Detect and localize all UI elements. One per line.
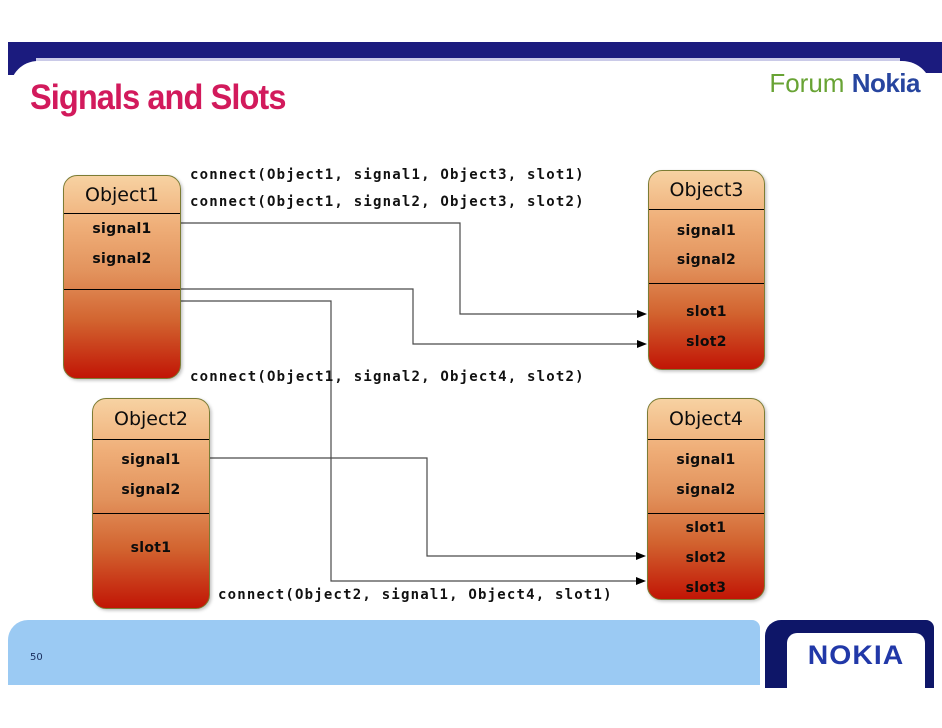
nokia-logo-inner: NOKIA xyxy=(787,633,925,703)
object4-box: Object4 signal1 signal2 slot1 slot2 slot… xyxy=(647,398,765,600)
object4-slot3: slot3 xyxy=(685,580,727,596)
object4-slot2: slot2 xyxy=(685,550,727,566)
object2-title: Object2 xyxy=(114,408,188,430)
object3-title: Object3 xyxy=(669,179,744,201)
object4-signal1: signal1 xyxy=(676,452,736,468)
object4-title: Object4 xyxy=(669,408,743,430)
object4-divider-2 xyxy=(648,513,764,514)
forum-nokia-logo: Forum Nokia xyxy=(769,68,920,99)
object2-signal1: signal1 xyxy=(121,452,181,468)
object3-slot2: slot2 xyxy=(686,334,727,350)
object3-box: Object3 signal1 signal2 slot1 slot2 xyxy=(648,170,765,370)
header-bar xyxy=(8,42,942,58)
arrowhead-object4-slot3 xyxy=(636,577,646,585)
header-accent-line xyxy=(8,58,942,61)
object1-divider-1 xyxy=(64,213,180,214)
object3-divider-2 xyxy=(649,283,764,284)
arrowhead-object3-slot1 xyxy=(637,310,647,318)
nokia-logo-text: Nokia xyxy=(851,68,921,98)
object3-slot1: slot1 xyxy=(686,304,727,320)
object1-divider-2 xyxy=(64,289,180,290)
object2-divider-1 xyxy=(93,439,209,440)
connect-statement-3: connect(Object1, signal2, Object4, slot2… xyxy=(190,369,585,385)
object4-divider-1 xyxy=(648,439,764,440)
object1-signal2: signal2 xyxy=(92,251,152,267)
page-number: 50 xyxy=(30,652,43,663)
object1-title: Object1 xyxy=(85,184,159,206)
nokia-logo-frame: NOKIA xyxy=(765,620,934,703)
connect-statement-1: connect(Object1, signal1, Object3, slot1… xyxy=(190,167,585,183)
object2-signal2: signal2 xyxy=(121,482,181,498)
object1-box: Object1 signal1 signal2 xyxy=(63,175,181,379)
nokia-wordmark: NOKIA xyxy=(807,640,905,670)
object4-signal2: signal2 xyxy=(676,482,736,498)
object3-signal2: signal2 xyxy=(676,252,737,268)
object2-divider-2 xyxy=(93,513,209,514)
object2-slot1: slot1 xyxy=(130,540,172,556)
object3-signal1: signal1 xyxy=(676,223,737,239)
footer-bar: 50 xyxy=(8,620,760,685)
connect-statement-4: connect(Object2, signal1, Object4, slot1… xyxy=(218,587,613,603)
object2-box: Object2 signal1 signal2 slot1 xyxy=(92,398,210,609)
object1-signal1: signal1 xyxy=(92,221,152,237)
arrowhead-object4-slot2 xyxy=(636,552,646,560)
object4-slot1: slot1 xyxy=(685,520,727,536)
page-title: Signals and Slots xyxy=(30,78,286,117)
arrowhead-object3-slot2 xyxy=(637,340,647,348)
forum-logo-text: Forum xyxy=(769,68,845,98)
object3-divider-1 xyxy=(649,209,764,210)
connect-statement-2: connect(Object1, signal2, Object3, slot2… xyxy=(190,194,585,210)
